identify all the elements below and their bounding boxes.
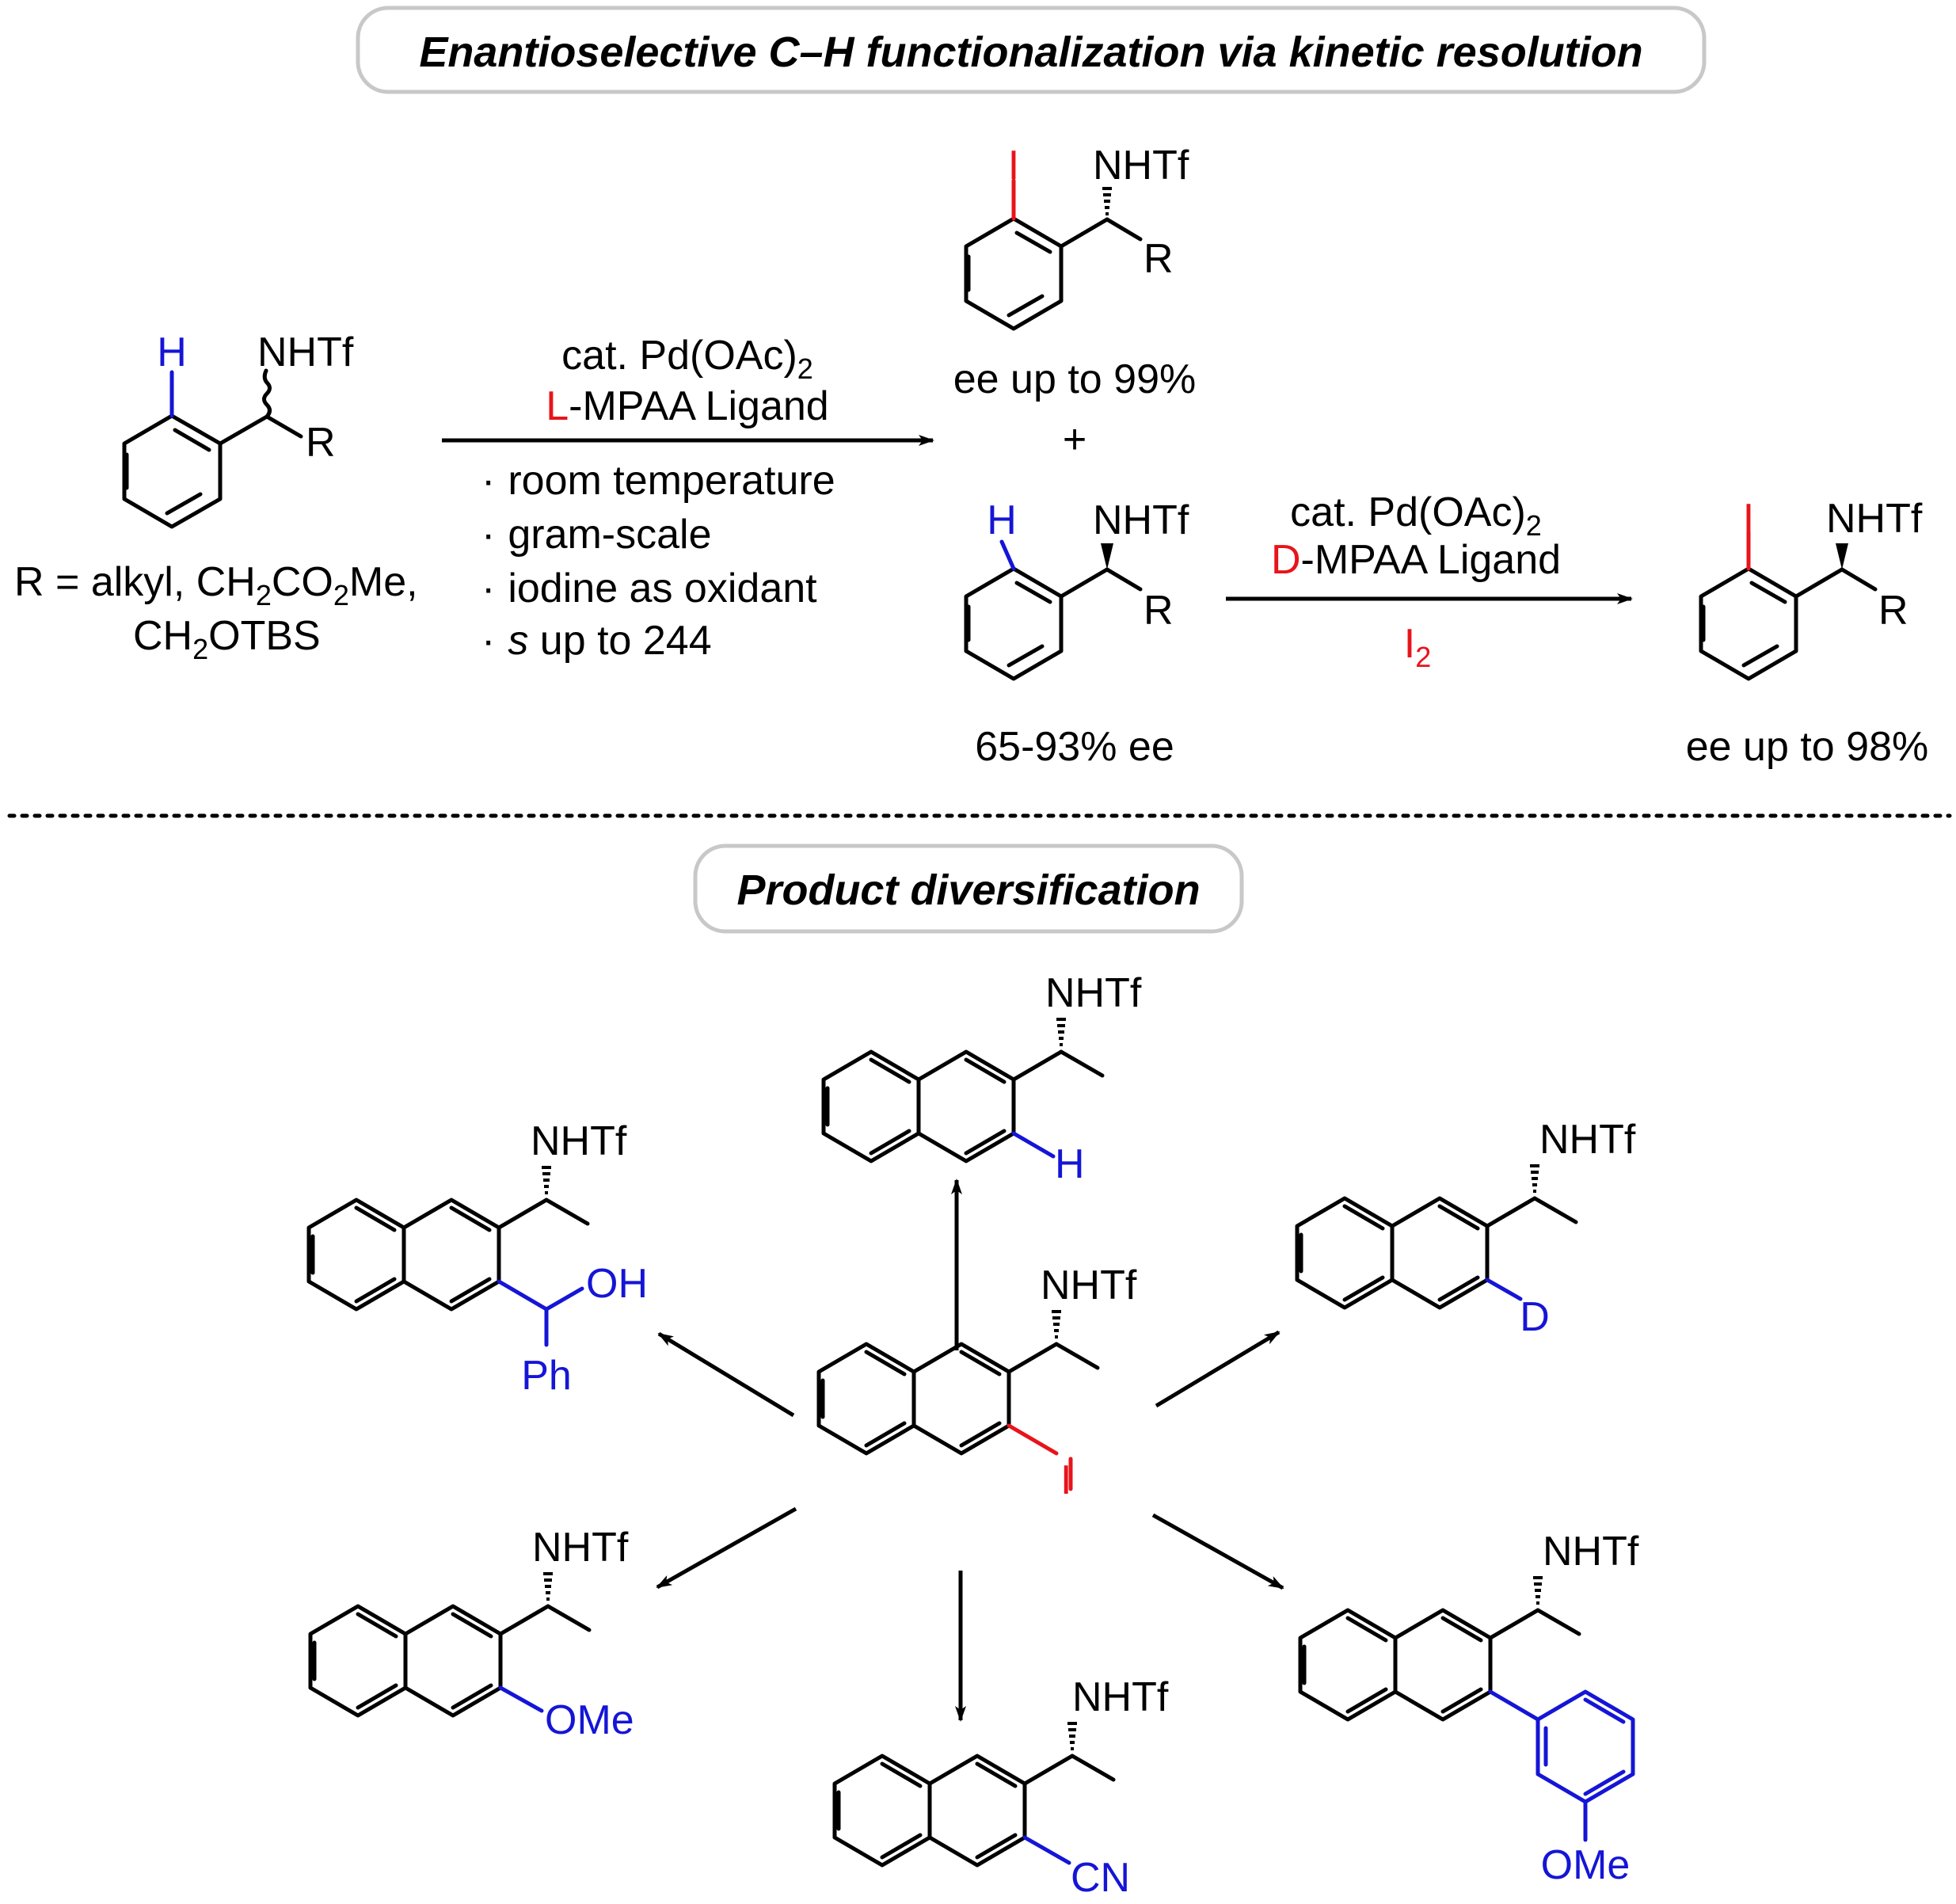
top-h-label: H (1055, 1141, 1085, 1187)
substrate-r-definition: R = alkyl, CH2CO2Me, (14, 559, 418, 611)
condition-1: ·room temperature (481, 458, 835, 504)
bottom-cn-label: CN (1071, 1855, 1130, 1901)
top-molecule: NHTf H (821, 970, 1142, 1187)
substrate-r-label: R (306, 420, 336, 466)
plus-sign: + (1063, 417, 1086, 463)
lower-left-molecule: NHTf OMe (308, 1525, 634, 1743)
product-iodo-i-label: I (1008, 143, 1019, 188)
product-iodo-ee: ee up to 99% (953, 356, 1196, 402)
section-title: Product diversification (736, 866, 1200, 914)
d-ligand-product: I NHTf R ee up to 98% (1686, 496, 1928, 770)
center-molecule: NHTf I (816, 1262, 1137, 1503)
bottom-molecule: NHTf CN (832, 1674, 1169, 1901)
top-nhtf-label: NHTf (1045, 970, 1142, 1016)
hash-wedge (1102, 187, 1112, 215)
arrow-to-upper-left (657, 1331, 795, 1418)
lower-left-nhtf-label: NHTf (532, 1525, 629, 1571)
condition-3: ·iodine as oxidant (481, 565, 817, 611)
header-title: Enantioselective C–H functionalization v… (419, 29, 1642, 76)
reaction-arrow-2: cat. Pd(OAc)2 D-MPAA Ligand I2 (1226, 489, 1633, 673)
upper-left-nhtf-label: NHTf (531, 1118, 627, 1164)
ligand-label-2: D-MPAA Ligand (1271, 537, 1561, 583)
upper-right-molecule: NHTf D (1295, 1117, 1636, 1340)
catalyst-label-2: cat. Pd(OAc)2 (1290, 489, 1542, 542)
diversification-arrows (656, 1179, 1284, 1722)
lower-right-nhtf-label: NHTf (1543, 1529, 1639, 1575)
recovered-substrate: H NHTf R 65-93% ee (964, 497, 1189, 770)
condition-4: ·s up to 244 (481, 618, 712, 664)
upper-left-oh-label: OH (586, 1261, 648, 1307)
ligand-label-1: L-MPAA Ligand (546, 383, 828, 429)
condition-2: ·gram-scale (481, 512, 712, 558)
upper-left-molecule: NHTf OH Ph (306, 1118, 648, 1399)
recovered-h-label: H (987, 497, 1017, 543)
upper-right-nhtf-label: NHTf (1539, 1117, 1636, 1163)
arrow-to-upper-right (1155, 1330, 1281, 1408)
substrate-r-definition-2: CH2OTBS (133, 613, 321, 665)
product-d-i-label: I (1743, 496, 1754, 542)
bottom-nhtf-label: NHTf (1072, 1674, 1169, 1720)
arrow-to-lower-right (1151, 1513, 1284, 1590)
iodinated-product: I NHTf R ee up to 99% (953, 143, 1196, 402)
product-d-nhtf-label: NHTf (1826, 496, 1923, 542)
lower-left-ome-label: OMe (545, 1697, 634, 1743)
reaction-arrow-1: cat. Pd(OAc)2 L-MPAA Ligand ·room temper… (442, 333, 934, 664)
oxidant-label: I2 (1404, 621, 1431, 673)
substrate-h-label: H (157, 329, 187, 375)
section-title-box: Product diversification (693, 843, 1244, 934)
center-iodo-label: I (1060, 1457, 1071, 1503)
arrow-to-lower-left (656, 1506, 797, 1590)
conditions-list: ·room temperature ·gram-scale ·iodine as… (481, 458, 835, 664)
lower-right-ome-label: OMe (1541, 1842, 1631, 1888)
substrate-nhtf-label: NHTf (257, 329, 354, 375)
header-title-box: Enantioselective C–H functionalization v… (356, 6, 1707, 94)
center-nhtf-label: NHTf (1041, 1262, 1137, 1308)
upper-right-d-label: D (1520, 1294, 1550, 1340)
recovered-nhtf-label: NHTf (1093, 497, 1189, 543)
product-d-r-label: R (1878, 588, 1908, 634)
product-d-ee: ee up to 98% (1686, 724, 1928, 770)
substrate-molecule: H NHTf R R = alkyl, CH2CO2Me, CH2OTBS (14, 329, 418, 665)
product-iodo-r-label: R (1144, 236, 1174, 282)
upper-left-ph-label: Ph (521, 1353, 572, 1399)
product-iodo-nhtf-label: NHTf (1093, 143, 1189, 188)
recovered-ee: 65-93% ee (975, 724, 1174, 770)
lower-right-molecule: NHTf OMe (1298, 1529, 1639, 1888)
catalyst-label-1: cat. Pd(OAc)2 (561, 333, 813, 385)
recovered-r-label: R (1144, 588, 1174, 634)
